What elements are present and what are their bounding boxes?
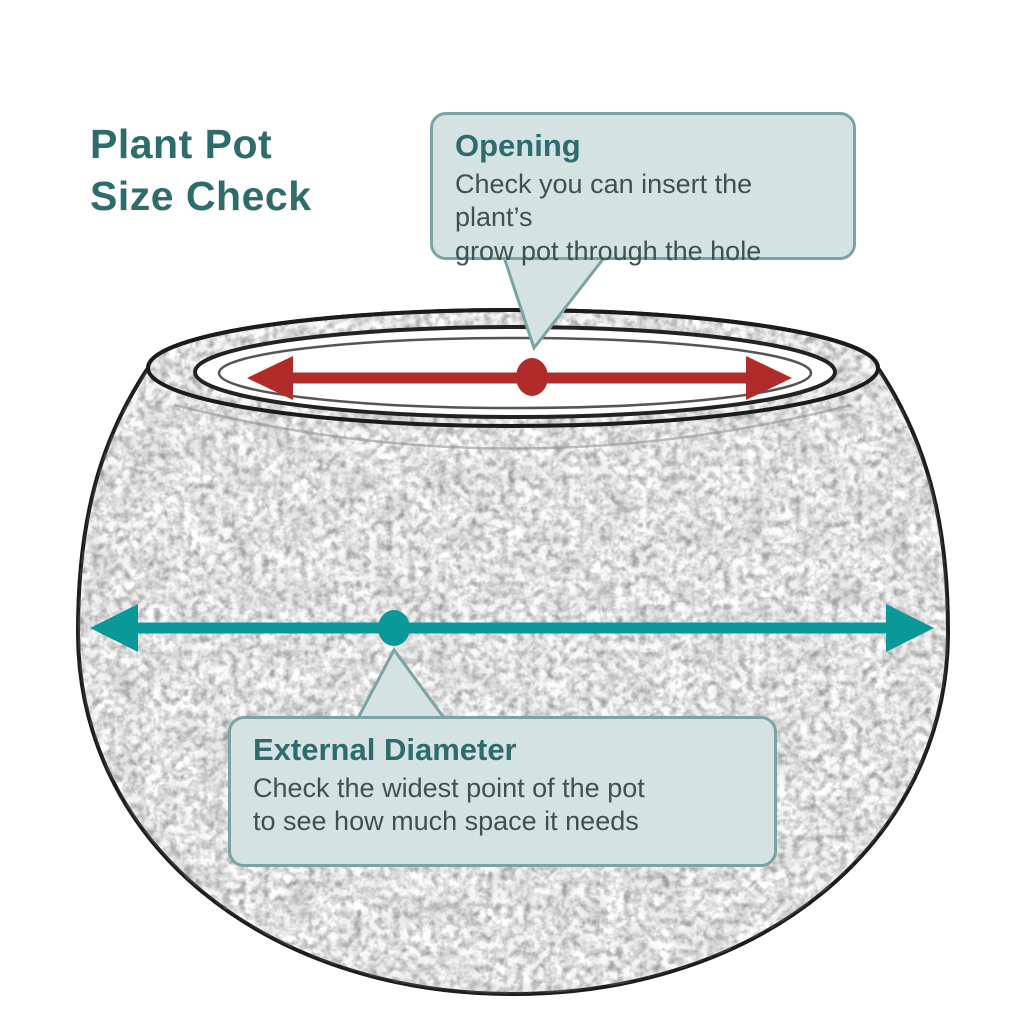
external-arrowhead-right (886, 604, 934, 652)
external-diameter-callout-body: Check the widest point of the pot to see… (253, 772, 645, 837)
opening-arrowhead-left (247, 356, 293, 400)
opening-marker-dot (516, 358, 548, 396)
opening-callout: Opening Check you can insert the plant’s… (430, 112, 856, 266)
opening-arrow (247, 356, 792, 400)
pot-opening-inner-lip (217, 336, 813, 410)
pot-rim-outer (146, 308, 880, 428)
pot-opening-hole (193, 325, 837, 419)
pot-rim-shadow (174, 403, 852, 450)
external-diameter-callout-title: External Diameter (253, 732, 517, 767)
external-arrowhead-left (90, 604, 138, 652)
external-diameter-arrow (90, 604, 934, 652)
external-diameter-callout: External Diameter Check the widest point… (228, 716, 777, 867)
opening-callout-title: Opening (455, 128, 581, 163)
page-title: Plant Pot Size Check (90, 121, 312, 220)
opening-callout-body: Check you can insert the plant’s grow po… (455, 168, 762, 266)
external-marker-dot (378, 610, 410, 646)
opening-arrowhead-right (746, 356, 792, 400)
